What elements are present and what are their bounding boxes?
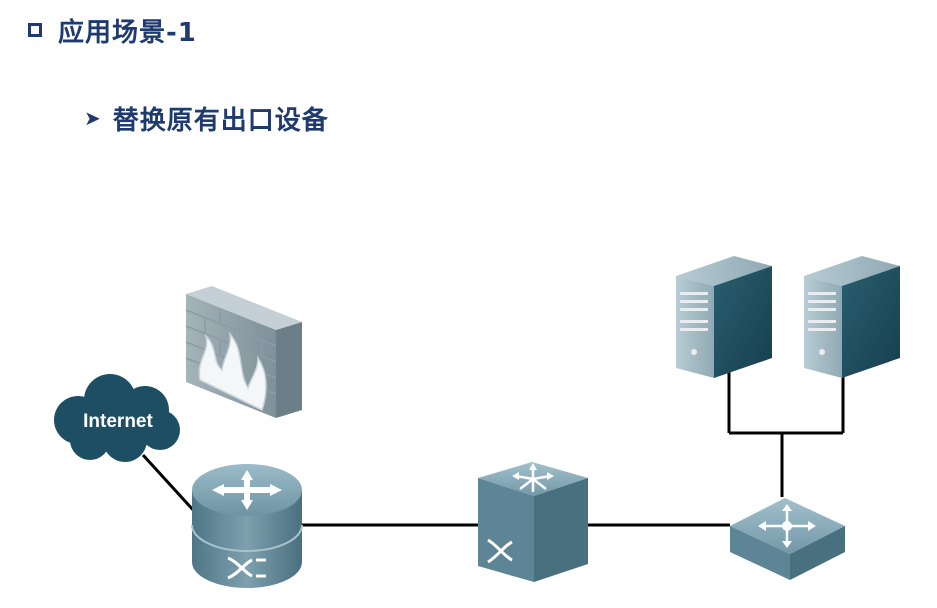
multilayer-switch-icon (478, 462, 588, 582)
server-icon (676, 256, 772, 378)
firewall (185, 286, 302, 418)
arrow-bullet-icon: ➤ (84, 106, 101, 130)
internet-label: Internet (83, 411, 153, 432)
links (141, 372, 845, 527)
slide-title-row: 应用场景-1 (28, 12, 197, 48)
server-2 (804, 256, 900, 378)
router (191, 464, 303, 588)
server-icon (804, 256, 900, 378)
switch-icon (730, 498, 845, 580)
internet-cloud: Internet (54, 374, 180, 462)
core-switch (478, 462, 588, 582)
router-icon (191, 464, 303, 588)
firewall-icon (185, 286, 302, 418)
server-1 (676, 256, 772, 378)
access-switch (730, 498, 845, 580)
slide-subtitle: 替换原有出口设备 (112, 105, 329, 136)
cloud-icon (54, 374, 180, 462)
link-internet-router (141, 453, 197, 514)
slide-subtitle-row: ➤ 替换原有出口设备 (84, 100, 329, 136)
square-bullet-icon (28, 23, 42, 37)
slide-title: 应用场景-1 (58, 17, 197, 48)
